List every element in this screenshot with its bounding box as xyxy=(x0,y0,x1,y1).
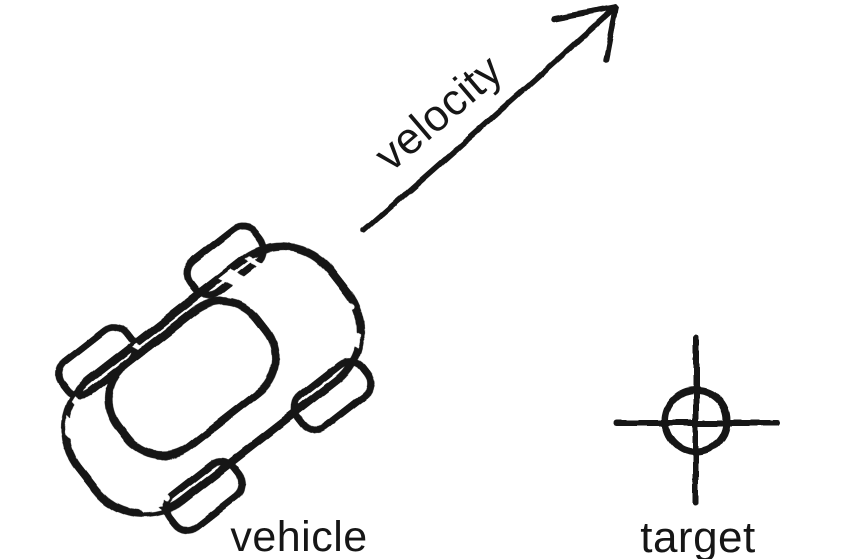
target-label: target xyxy=(640,513,756,559)
vehicle-label: vehicle xyxy=(230,513,367,559)
car-wheel-rear-left xyxy=(55,323,139,400)
highlight-streak xyxy=(48,406,163,522)
velocity-arrowhead-barb-left xyxy=(551,4,619,22)
velocity-arrow xyxy=(361,4,619,234)
highlight-streak xyxy=(231,249,355,310)
highlight-streak xyxy=(65,390,171,501)
velocity-arrowhead-barb-down xyxy=(603,4,619,63)
car-wheel-front-right xyxy=(291,357,375,434)
target-marker xyxy=(614,335,781,505)
car-wheel-rear-right xyxy=(162,457,247,534)
highlight-streak xyxy=(209,263,367,348)
crosshair-circle xyxy=(661,386,731,456)
car-cabin xyxy=(104,297,280,460)
velocity-arrow-shaft xyxy=(361,4,619,234)
car-body xyxy=(61,242,365,518)
vehicle-illustration xyxy=(48,223,375,534)
